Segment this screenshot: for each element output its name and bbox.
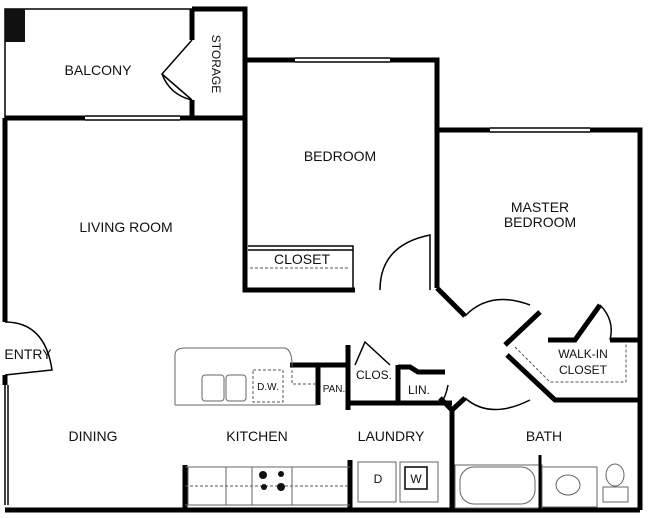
room-label-walk-in-1: WALK-IN [558,347,608,361]
sink-vanity [541,466,598,508]
fridge [187,466,227,506]
kitchen-counter [174,347,439,506]
room-label-laundry: LAUNDRY [358,428,425,444]
label-washer: W [410,472,422,486]
dryer-icon [357,461,397,503]
room-label-balcony: BALCONY [65,62,133,78]
master-bedroom-walls [435,127,643,510]
room-label-storage: STORAGE [209,35,223,93]
label-linen: LIN. [408,383,430,397]
room-label-living-room: LIVING ROOM [79,219,172,235]
exterior-walls [2,115,640,513]
label-closet-small: CLOS. [356,368,392,382]
room-label-master-2: BEDROOM [504,214,576,230]
room-label-entry: ENTRY [4,346,52,362]
room-label-master-1: MASTER [511,199,569,215]
label-dishwasher: D.W. [257,382,279,393]
column-block [5,9,25,42]
room-label-closet: CLOSET [274,251,330,267]
interior-walls [182,340,531,510]
room-label-kitchen: KITCHEN [226,428,287,444]
room-label-walk-in-2: CLOSET [559,363,608,377]
sink-icon [201,374,225,402]
balcony-area [4,8,192,118]
storage-walls [160,6,248,118]
bedroom-walls [242,57,440,293]
washer-icon [399,461,439,503]
dishwasher [252,369,284,403]
label-pantry: PAN. [323,384,346,395]
room-label-dining: DINING [69,428,118,444]
bath-fixtures [454,455,629,510]
room-label-bath: BATH [526,428,562,444]
label-dryer: D [374,472,383,486]
room-label-bedroom: BEDROOM [304,148,376,164]
toilet-icon [605,463,625,487]
stove-icon [251,466,293,506]
